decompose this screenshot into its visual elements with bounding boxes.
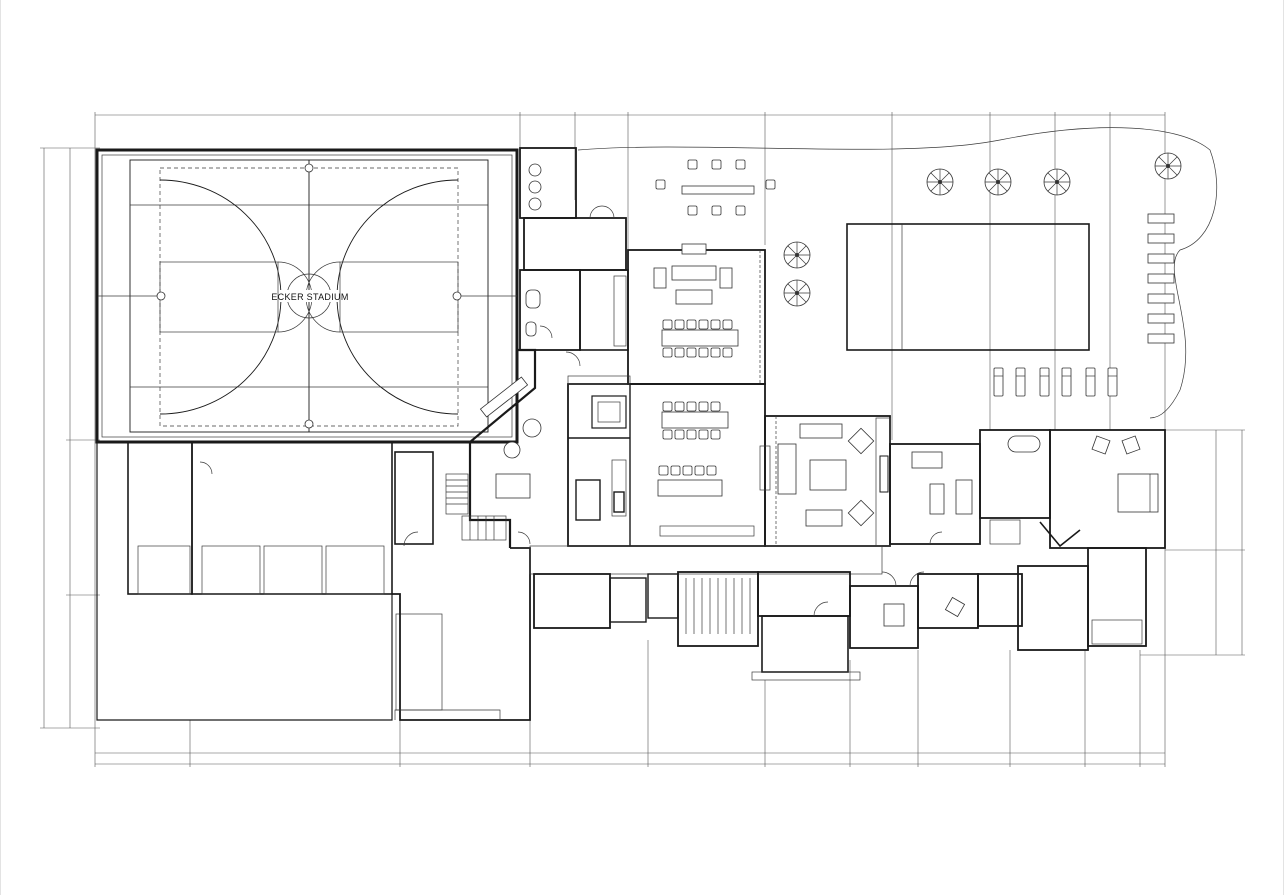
lounge-chair-icon (993, 213, 1175, 397)
pool-bath-block (519, 147, 629, 351)
door-swing-icon (403, 325, 943, 617)
pool-area (577, 127, 1218, 419)
game-room (445, 348, 542, 548)
basketball-court: ECKER STADIUM (95, 148, 519, 444)
main-living-block (567, 243, 766, 547)
dining-table-icon (503, 418, 542, 459)
stair-icon (685, 578, 751, 634)
court-title: ECKER STADIUM (271, 292, 348, 302)
umbrella-icon (783, 152, 1182, 307)
bottom-wing (529, 545, 1147, 681)
dimension-lines (40, 112, 1245, 767)
bed-icon (1117, 473, 1159, 513)
sofa-icon (653, 265, 733, 305)
tub-icon (1007, 435, 1041, 453)
family-room (759, 415, 891, 547)
primary-suite (889, 429, 1166, 549)
sheet-left-edge (0, 0, 1, 895)
garage-block (96, 441, 531, 721)
stair-icon (445, 473, 507, 541)
